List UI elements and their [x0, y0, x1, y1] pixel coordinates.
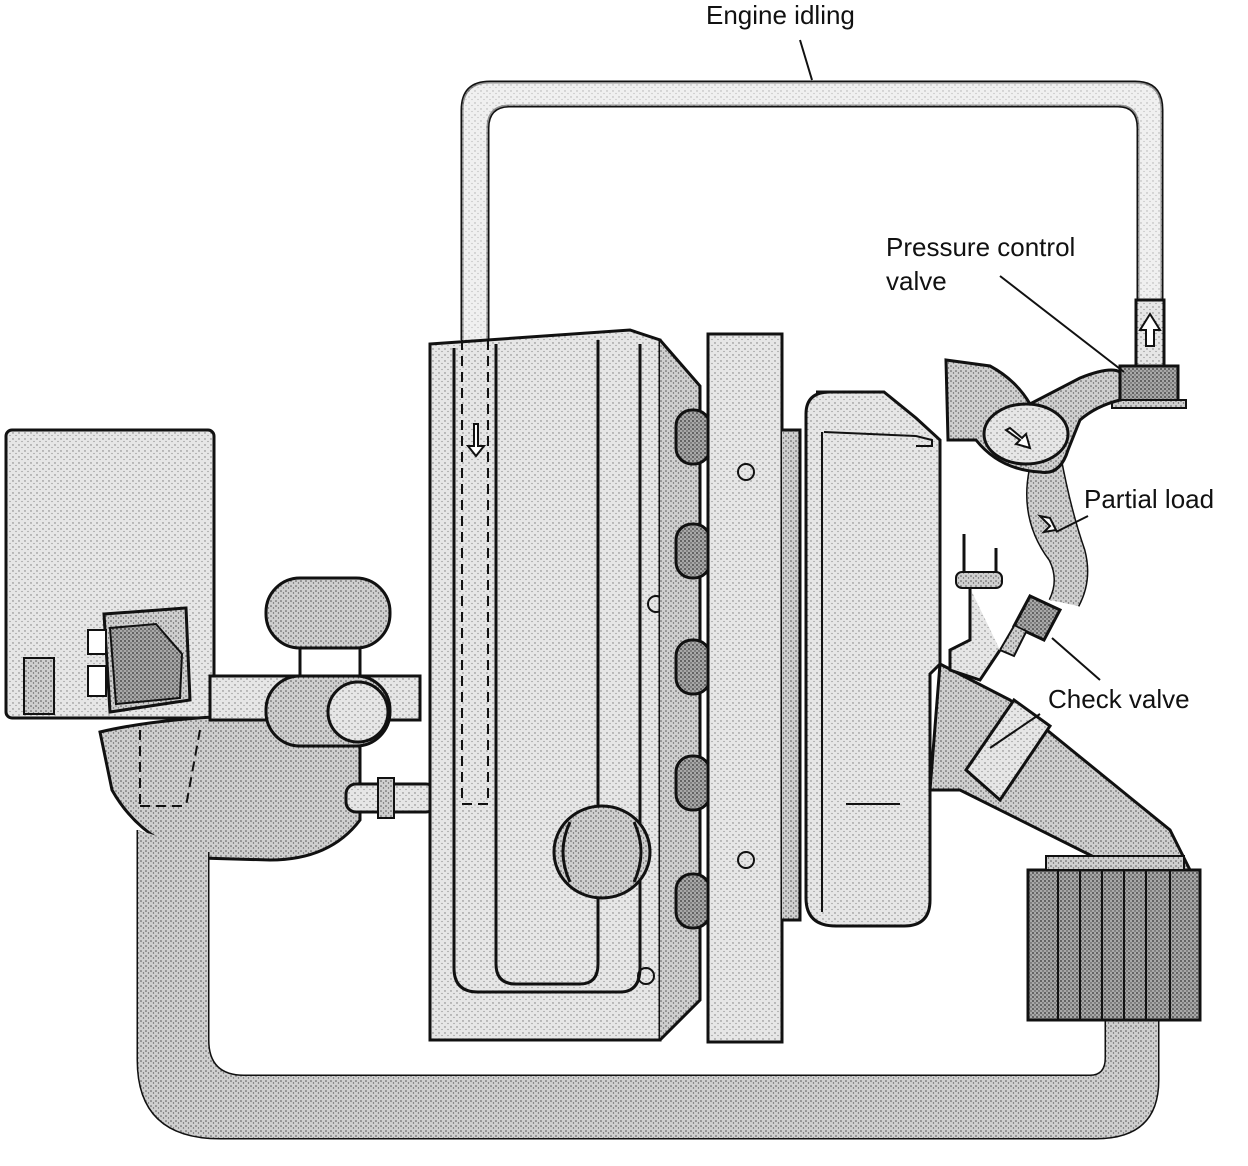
intake-plenum: [804, 390, 942, 928]
partial-load-label: Partial load: [1084, 484, 1215, 514]
pressure-control-valve-label-line2: valve: [886, 266, 947, 296]
check-valve-label: Check valve: [1048, 684, 1190, 714]
engine-idling-label: Engine idling: [706, 0, 855, 30]
check-valve: [998, 594, 1101, 681]
engine-block: [428, 328, 702, 1042]
crankcase-nipple: [344, 777, 438, 819]
vacuum-fitting: [948, 534, 1003, 682]
pressure-control-valve: [999, 275, 1187, 409]
air-filter-housing: [4, 428, 216, 720]
throttle-body: [264, 576, 392, 748]
air-cleaner: [1026, 855, 1202, 1022]
cylinder-head: [706, 332, 802, 1044]
main-breather-hose: [136, 830, 1160, 1140]
idling-breather-hose: [460, 39, 1164, 340]
spark-plug-bosses: [674, 408, 712, 930]
pressure-control-valve-label-line1: Pressure control: [886, 232, 1076, 262]
breather-elbow: [944, 358, 1122, 475]
partial-load-hose: [1026, 455, 1089, 607]
